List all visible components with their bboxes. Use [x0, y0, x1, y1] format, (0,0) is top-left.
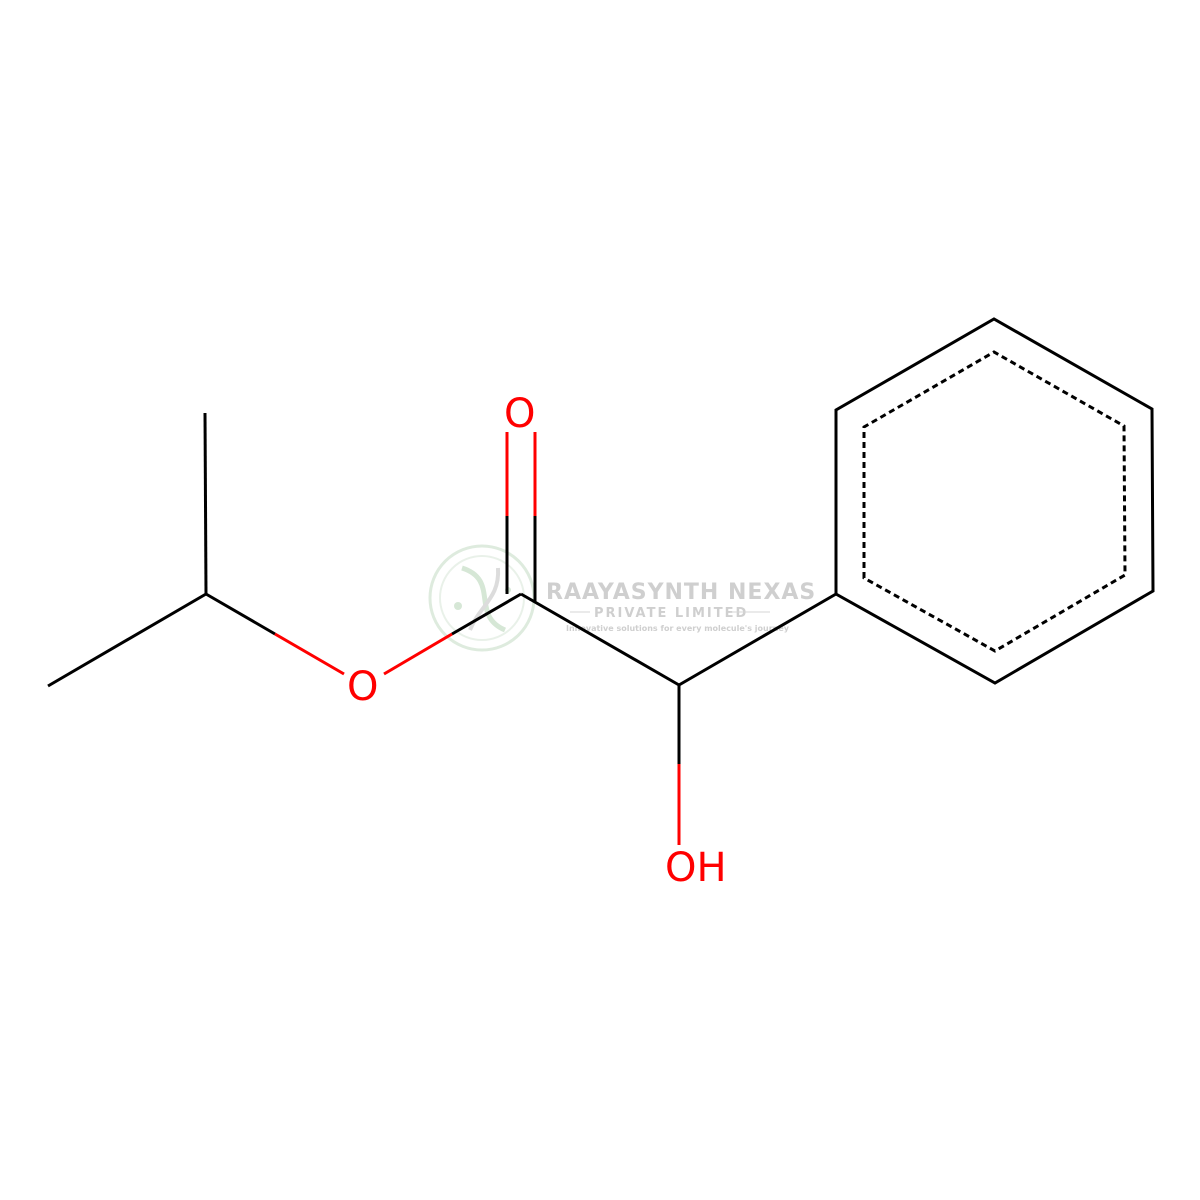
bond-o-carbonyl-red [383, 632, 453, 676]
bond-carbonyl-alpha [520, 592, 680, 687]
bond-ch-o-red [274, 632, 345, 676]
watermark-tagline: Innovative solutions for every molecule'… [566, 624, 790, 633]
watermark-company-type: PRIVATE LIMITED [594, 606, 748, 621]
company-logo [428, 544, 536, 652]
bond-methyl-left [47, 592, 207, 688]
ether-oxygen-label: O [347, 664, 378, 710]
company-watermark: RAAYASYNTH NEXAS PRIVATE LIMITED Innovat… [428, 544, 816, 652]
hydroxyl-label: OH [665, 845, 727, 891]
bond-ch-o-black [205, 592, 276, 636]
watermark-company-name: RAAYASYNTH NEXAS [546, 580, 816, 605]
benzene-ring [834, 317, 1155, 685]
bond-alpha-phenyl [678, 592, 837, 687]
benzene-aromatic-ring [862, 350, 1127, 653]
bond-methyl-top [203, 412, 208, 595]
carbonyl-oxygen-label: O [504, 391, 535, 437]
bond-o-carbonyl-black [451, 592, 522, 636]
